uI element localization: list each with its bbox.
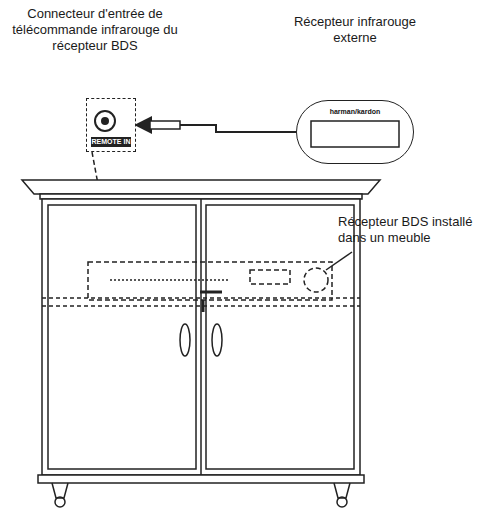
ir-receiver: harman/kardon xyxy=(296,100,414,164)
leader-line xyxy=(326,252,352,270)
jack-label: REMOTE IN xyxy=(91,137,131,147)
bds-receiver xyxy=(88,262,332,300)
brand-logo: harman/kardon xyxy=(297,108,413,116)
remote-in-jack: REMOTE IN xyxy=(86,98,136,152)
plug-body xyxy=(150,121,180,129)
callout-label: Récepteur infrarouge externe xyxy=(290,14,420,46)
cabinet-body xyxy=(42,199,360,475)
callout-label: Récepteur BDS installé dans un meuble xyxy=(338,214,488,246)
cabinet-top xyxy=(22,180,380,194)
door-handle xyxy=(212,324,222,356)
door-handle xyxy=(180,324,190,356)
callout-label: Connecteur d'entrée de télécommande infr… xyxy=(10,6,180,54)
